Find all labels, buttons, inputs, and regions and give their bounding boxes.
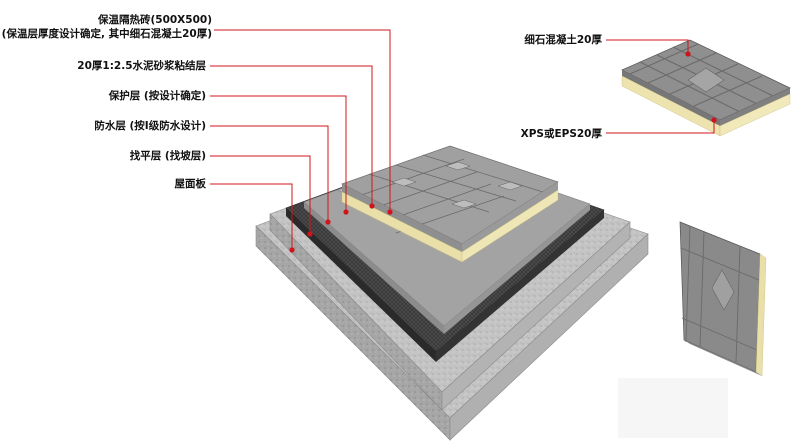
label-insulation-tile: 保温隔热砖(500X500) bbox=[97, 14, 212, 26]
label-waterproof-layer: 防水层 (按I级防水设计) bbox=[94, 120, 206, 132]
label-protective-layer: 保护层 (按设计确定) bbox=[108, 90, 206, 102]
label-insulation-tile-note: (保温层厚度设计确定, 其中细石混凝土20厚) bbox=[1, 28, 212, 40]
label-fine-concrete: 细石混凝土20厚 bbox=[524, 34, 602, 46]
blank-panel bbox=[618, 378, 728, 438]
label-xps-eps: XPS或EPS20厚 bbox=[520, 128, 602, 140]
leader-lines bbox=[210, 29, 715, 250]
tile-standing-view bbox=[679, 221, 767, 377]
leader-dots bbox=[289, 51, 717, 253]
label-roof-slab: 屋面板 bbox=[174, 178, 207, 190]
tile-detail bbox=[621, 39, 791, 137]
layer-stack bbox=[255, 145, 649, 441]
label-leveling-layer: 找平层 (找坡层) bbox=[129, 150, 206, 162]
label-mortar-layer: 20厚1:2.5水泥砂浆粘结层 bbox=[77, 60, 206, 72]
